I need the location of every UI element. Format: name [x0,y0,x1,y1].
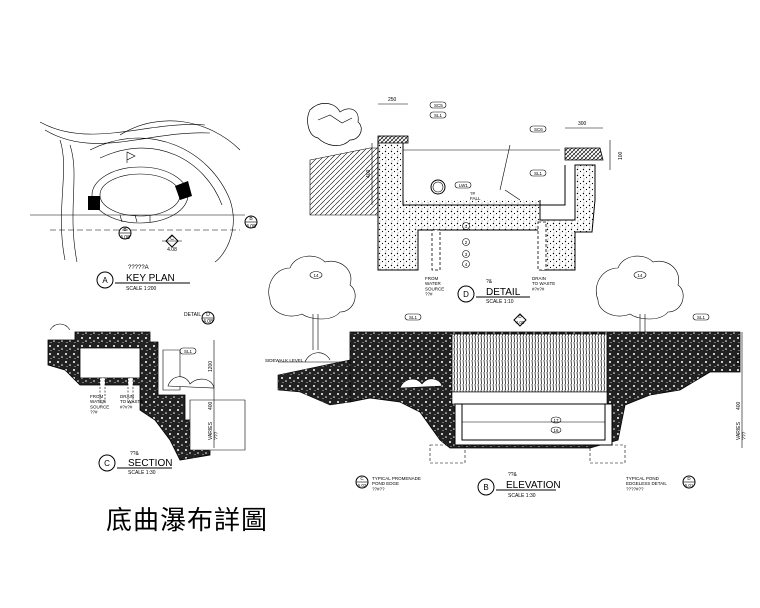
detail-tag-sc6-text: SC6 [534,127,543,132]
section-title: SECTION [128,458,172,469]
key-plan-ref3-sheet: 4.08 [246,224,256,230]
elevation-tag-left-text: SL1 [409,315,418,320]
key-plan-ref2-sheet: 4.08 [167,247,177,253]
elevation-right-ref-sheet: 6.01 [685,483,694,488]
key-plan-ref2-num: C [170,236,174,242]
elevation-dim-varies: VARIES??? [736,421,748,440]
elevation-title-block: B ??& ELEVATION SCALE 1:30 [477,472,561,499]
key-plan-ref1-num: B [123,227,127,233]
svg-text:1: 1 [465,224,468,229]
elevation-title: ELEVATION [506,480,561,491]
svg-text:16: 16 [553,428,559,433]
section-marker: C [104,459,110,468]
elevation-dim-1200: 1200 [736,354,742,365]
detail-scale: SCALE 1:10 [486,299,514,305]
key-plan-marker: A [102,276,108,285]
key-plan: B 4.08 C 4.08 B 4.08 A ?????A KEY PLAN S… [30,120,258,292]
svg-text:3: 3 [465,252,468,257]
key-plan-caption: ?????A [128,265,149,271]
key-plan-scale: SCALE 1:200 [126,286,157,292]
section-title-block: C ??& SECTION SCALE 1:30 [98,451,172,476]
detail-tag-lw1[interactable]: LW1 [454,181,472,189]
elevation-scale: SCALE 1:30 [508,493,536,499]
key-plan-title-block: A ?????A KEY PLAN SCALE 1:200 [96,265,190,292]
section-caption: ??& [130,451,140,457]
section-ref-marker[interactable]: D 4.08 [201,311,215,325]
detail-dim-side3: 100 [618,151,624,160]
detail-dim-top-left: 250 [388,97,397,103]
detail-dim-top-right: 300 [578,121,587,127]
key-plan-ref3-num: B [249,216,253,222]
elevation-tag-right[interactable]: SL1 [692,313,710,321]
key-plan-title: KEY PLAN [126,273,175,284]
svg-text:17: 17 [553,418,559,423]
elevation-left-ref-num: C [360,476,364,481]
elevation-tag-right-text: SL1 [697,315,706,320]
elevation-sidewalk: SIDEWALK LEVEL [265,358,304,363]
elevation-left-ref-sheet: 6.02 [358,483,367,488]
elevation-right-ref[interactable]: D 6.01 [682,475,696,489]
detail-drawing: 250 300 400 100 SC5 SL1 SC6 SL1 LW1 ?#FA… [307,97,624,305]
detail-fall: ?#FALL [470,191,481,201]
detail-caption: ?& [486,279,493,285]
elevation-caption: ??& [508,472,518,478]
key-plan-ref-marker-3[interactable]: B 4.08 [244,215,258,230]
section-tag-sl1[interactable]: SL1 [179,347,197,355]
section-tag-text: SL1 [184,349,193,354]
detail-callout-2: 2 [462,238,470,246]
elevation-marker: B [483,483,488,492]
svg-text:14: 14 [637,273,643,278]
section-dim-varies: VARIES??? [208,421,220,440]
svg-text:4: 4 [465,262,468,267]
detail-tag-lw1-text: LW1 [459,183,468,188]
elevation-right-ref-num: D [687,476,691,481]
detail-tag-sl1a[interactable]: SL1 [429,111,447,119]
elevation-callout-17: 17 [550,416,562,424]
detail-tag-sl1a-text: SL1 [434,113,443,118]
elevation-ref-top-num: D [518,314,522,319]
svg-text:14: 14 [313,273,319,278]
detail-callout-1: 1 [462,222,470,230]
elevation-callout-16: 16 [550,426,562,434]
svg-text:2: 2 [465,240,468,245]
key-plan-ref1-sheet: 4.08 [120,235,130,241]
section-ref-num: D [206,312,210,318]
detail-tag-sl1b[interactable]: SL1 [529,169,547,177]
detail-tag-sc5-text: SC5 [434,103,443,108]
elevation-tree-tag-left: 14 [309,271,323,279]
detail-title: DETAIL [486,287,521,298]
detail-tag-sc6[interactable]: SC6 [529,125,547,133]
detail-title-block: D ?& DETAIL SCALE 1:10 [457,279,530,305]
section-dim-400: 400 [208,401,214,410]
elevation-ref-top[interactable]: D 4.09 [513,313,527,327]
drawing-title: 底曲瀑布詳圖 [106,506,269,536]
key-plan-ref-marker-1[interactable]: B 4.08 [118,226,132,241]
elevation-left-ref[interactable]: C 6.02 [355,475,369,489]
elevation-tag-left[interactable]: SL1 [404,313,422,321]
detail-tag-sl1b-text: SL1 [534,171,543,176]
detail-marker: D [463,290,469,299]
elevation-dim-400: 400 [736,401,742,410]
section-drawing: 1200 400 VARIES??? D 4.08 DETAIL SL1 FRO… [47,311,246,476]
detail-callout-4: 4 [462,260,470,268]
detail-callout-3: 3 [462,250,470,258]
section-ref-sheet: 4.08 [203,319,213,325]
detail-tag-sc5[interactable]: SC5 [429,101,447,109]
tree-left [268,255,356,350]
section-dim-1200: 1200 [208,361,214,372]
elevation-drawing: 1200 400 VARIES??? D 4.09 SL1 SL1 14 14 … [265,255,748,499]
section-scale: SCALE 1:30 [128,470,156,476]
elevation-ref-top-sheet: 4.09 [516,320,525,325]
detail-dim-side: 400 [366,169,372,178]
elevation-tree-tag-right: 14 [633,271,647,279]
section-detail-label: DETAIL [184,312,201,318]
key-plan-ref-marker-2[interactable]: C 4.08 [162,234,182,253]
